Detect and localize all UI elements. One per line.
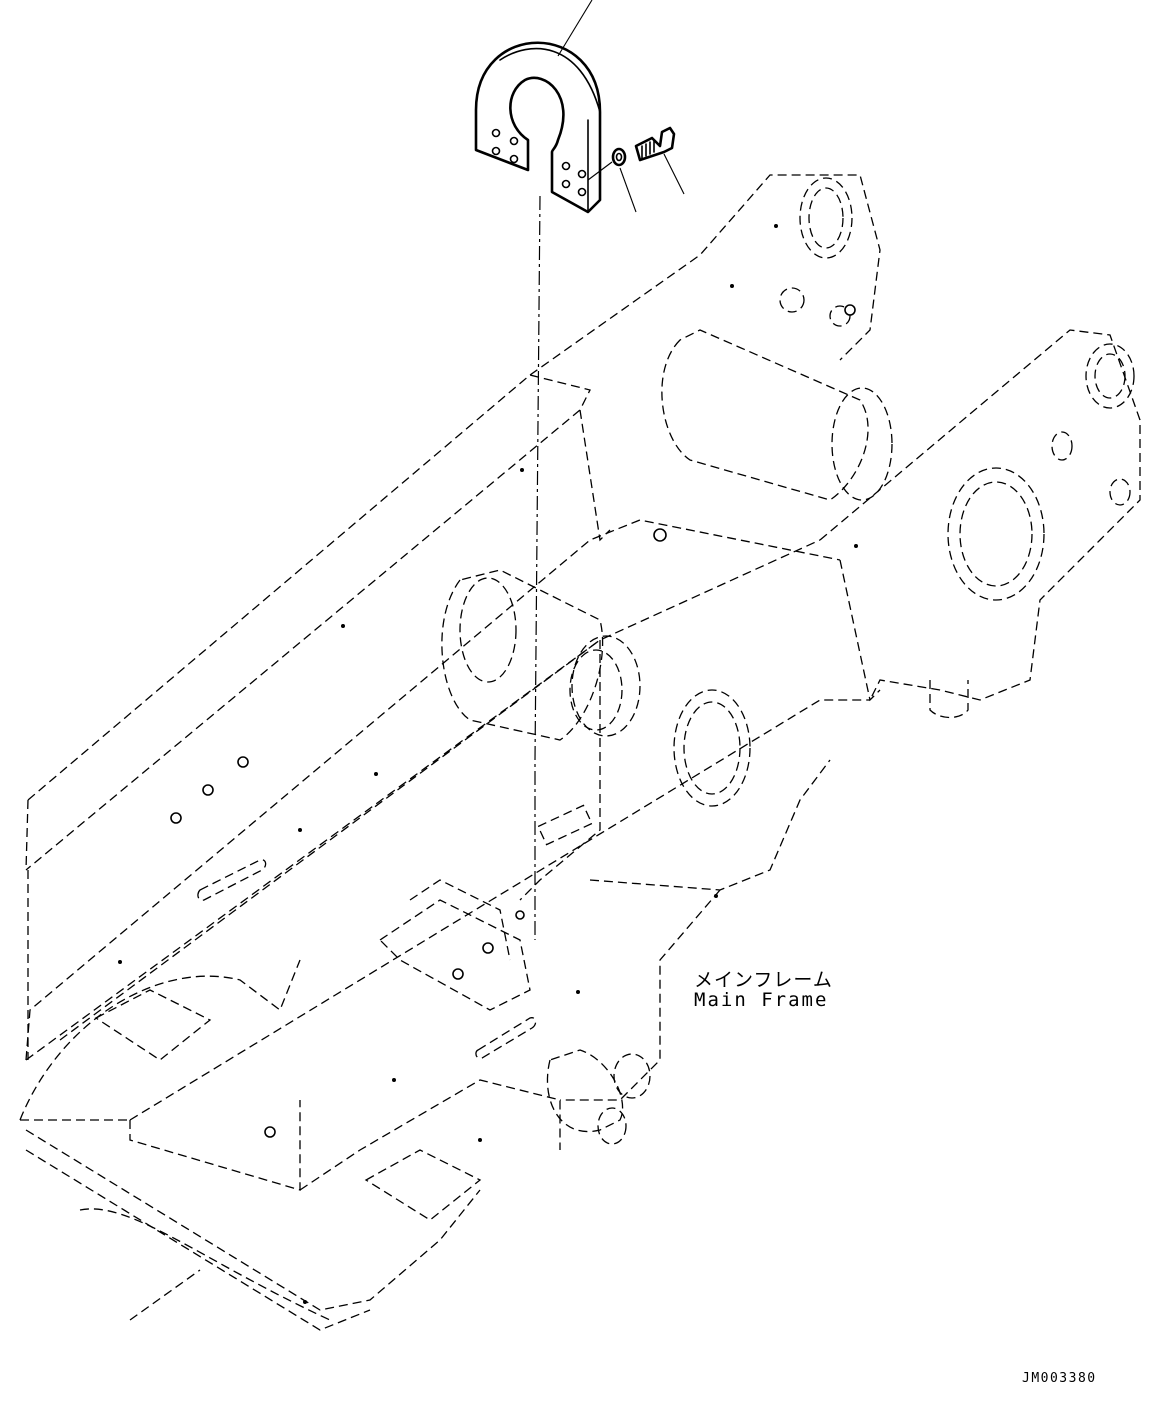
- main-frame: [19, 174, 1141, 1331]
- leader-line-washer: [619, 167, 637, 213]
- main-frame-label-english: Main Frame: [694, 989, 829, 1011]
- assembly-line-washer: [587, 161, 613, 181]
- u-plate-part: [474, 41, 602, 214]
- drawing-code: JM003380: [1022, 1371, 1097, 1386]
- bolt-part: [634, 126, 676, 162]
- leader-line-plate: [557, 0, 593, 57]
- assembly-centerline: [534, 195, 541, 940]
- washer-part: [611, 147, 627, 167]
- main-frame-label-japanese: メインフレーム: [694, 969, 833, 991]
- leader-line-bolt: [663, 153, 685, 195]
